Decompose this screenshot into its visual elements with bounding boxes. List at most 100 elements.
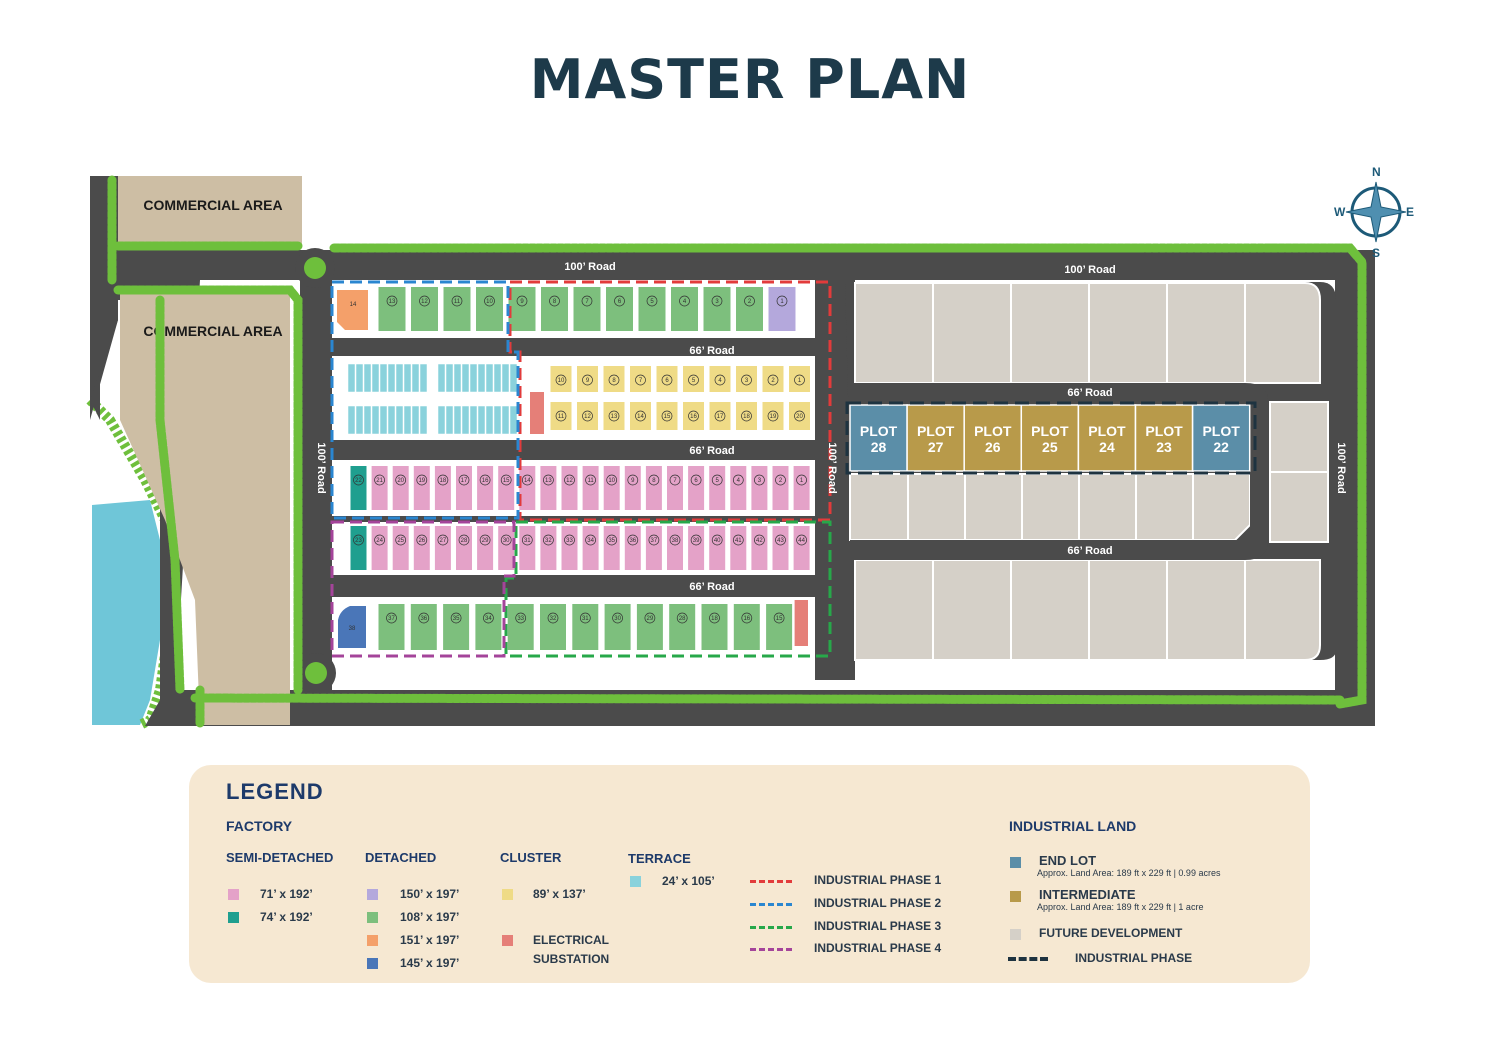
road-label-right-top: 66’ Road — [1067, 387, 1112, 399]
svg-text:12: 12 — [421, 299, 428, 305]
svg-text:40: 40 — [714, 538, 721, 544]
semi-lot-26: 26 — [411, 522, 433, 574]
semi-lot-41: 41 — [727, 522, 749, 574]
svg-text:9: 9 — [520, 299, 524, 305]
semi-lot-42: 42 — [748, 522, 770, 574]
lot-bottom-16-11: 16 — [731, 600, 763, 654]
industrial-phase-outline — [845, 401, 1257, 475]
legend-phase-4: INDUSTRIAL PHASE 4 — [814, 941, 942, 955]
semi-lot-27: 27 — [432, 522, 454, 574]
cluster-lot-3: 3 — [733, 362, 760, 396]
semi-lot-16: 16 — [474, 462, 496, 514]
svg-text:7: 7 — [639, 378, 643, 384]
svg-text:37: 37 — [388, 616, 395, 622]
legend-detached-heading: DETACHED — [365, 850, 437, 865]
semi-lot-34: 34 — [580, 522, 602, 574]
legend-detached-1: 150’ x 197’ — [400, 887, 460, 901]
svg-text:36: 36 — [629, 538, 636, 544]
lot-row1-10: 10 — [473, 283, 506, 335]
semi-lot-38: 38 — [664, 522, 686, 574]
tree-borders — [107, 175, 1367, 730]
svg-text:6: 6 — [618, 299, 622, 305]
swatch-phase-4 — [750, 948, 792, 951]
semi-lot-14: 14 — [516, 462, 538, 514]
page-title: MASTER PLAN — [529, 48, 971, 111]
svg-text:5: 5 — [692, 378, 696, 384]
phase-4-boundary — [330, 520, 516, 658]
terrace-lot — [355, 405, 364, 435]
phase-3-boundary — [504, 520, 832, 658]
swatch-electrical — [502, 935, 513, 946]
terrace-lot — [485, 405, 494, 435]
semi-lot-37: 37 — [643, 522, 665, 574]
semi-lot-24: 24 — [369, 522, 391, 574]
semi-lot-3: 3 — [748, 462, 770, 514]
svg-text:39: 39 — [693, 538, 700, 544]
cluster-lot-5: 5 — [680, 362, 707, 396]
terrace-lot — [379, 405, 388, 435]
svg-text:15: 15 — [776, 616, 783, 622]
lot-bottom-18-10: 18 — [699, 600, 730, 654]
legend-end-lot-area: Approx. Land Area: 189 ft x 229 ft | 0.9… — [1037, 868, 1221, 878]
semi-lot-22: 22 — [348, 462, 369, 514]
svg-text:16: 16 — [743, 616, 750, 622]
road-label-mid-vertical: 100’ Road — [826, 442, 838, 493]
semi-lot-36: 36 — [622, 522, 644, 574]
semi-lot-32: 32 — [537, 522, 559, 574]
svg-text:3: 3 — [745, 378, 749, 384]
terrace-lot — [445, 363, 454, 393]
electrical-substation-1 — [530, 392, 544, 434]
terrace-lot — [445, 405, 454, 435]
svg-text:24: 24 — [1099, 439, 1115, 455]
cluster-lot-17: 17 — [707, 398, 733, 434]
semi-lot-23: 23 — [348, 522, 369, 574]
svg-text:10: 10 — [558, 378, 565, 384]
svg-text:30: 30 — [503, 538, 510, 544]
semi-lot-43: 43 — [770, 522, 791, 574]
svg-text:28: 28 — [679, 616, 686, 622]
terrace-lot — [509, 363, 518, 393]
semi-lot-28: 28 — [453, 522, 475, 574]
lot-row1-8: 8 — [538, 283, 571, 335]
svg-text:34: 34 — [485, 616, 492, 622]
svg-text:PLOT: PLOT — [1145, 423, 1183, 439]
lot-row1-6: 6 — [603, 283, 636, 335]
phase-2-boundary — [330, 280, 520, 520]
semi-lot-40: 40 — [706, 522, 728, 574]
lot-row1-7: 7 — [571, 283, 603, 335]
lot-bottom-30-7: 30 — [602, 600, 634, 654]
svg-text:25: 25 — [397, 538, 404, 544]
semi-lot-8: 8 — [643, 462, 665, 514]
terrace-lot — [469, 405, 478, 435]
cluster-lot-18: 18 — [733, 398, 760, 434]
cluster-lot-7: 7 — [627, 362, 654, 396]
svg-text:7: 7 — [585, 299, 589, 305]
svg-text:26: 26 — [985, 439, 1001, 455]
svg-text:6: 6 — [665, 378, 669, 384]
svg-text:27: 27 — [440, 538, 447, 544]
road-label-row-b: 66’ Road — [689, 445, 734, 457]
svg-text:22: 22 — [1213, 439, 1229, 455]
cluster-lot-14: 14 — [627, 398, 654, 434]
semi-lot-17: 17 — [453, 462, 475, 514]
compass-rose: N S E W — [1334, 165, 1414, 260]
svg-text:PLOT: PLOT — [974, 423, 1012, 439]
svg-text:11: 11 — [558, 414, 565, 420]
svg-text:42: 42 — [756, 538, 763, 544]
lot-38-label: 38 — [349, 626, 356, 632]
legend-detached-3: 151’ x 197’ — [400, 933, 460, 947]
semi-lot-44: 44 — [791, 522, 813, 574]
semi-lot-25: 25 — [390, 522, 412, 574]
legend-detached-2: 108’ x 197’ — [400, 910, 460, 924]
semi-lot-7: 7 — [664, 462, 686, 514]
svg-text:32: 32 — [545, 538, 552, 544]
cluster-lot-10: 10 — [548, 362, 574, 396]
svg-text:29: 29 — [482, 538, 489, 544]
svg-text:37: 37 — [651, 538, 658, 544]
terrace-lot — [493, 363, 502, 393]
svg-text:35: 35 — [608, 538, 615, 544]
svg-text:38: 38 — [672, 538, 679, 544]
svg-text:29: 29 — [647, 616, 654, 622]
